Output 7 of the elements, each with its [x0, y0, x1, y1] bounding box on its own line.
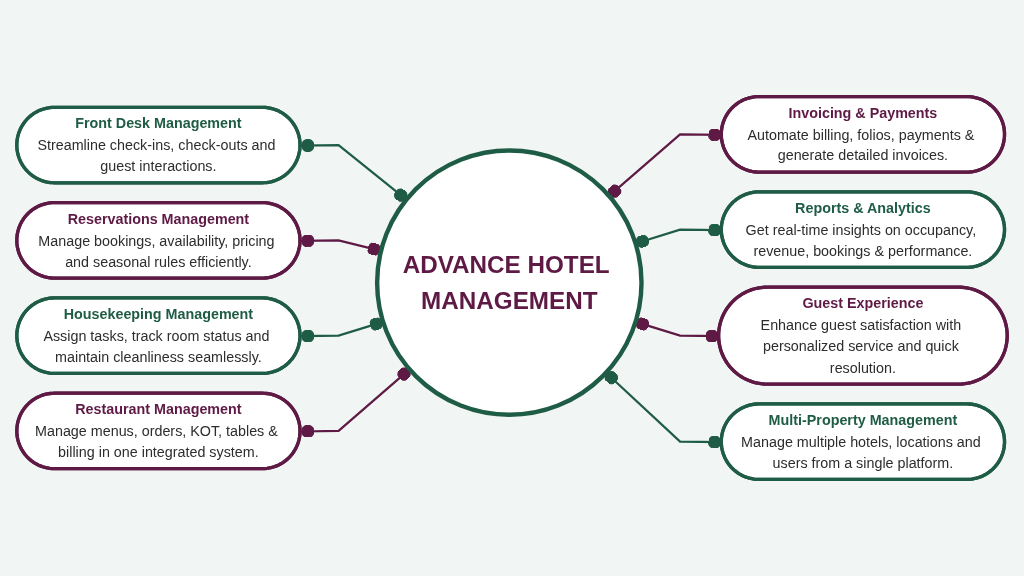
connector — [607, 128, 722, 198]
connector — [300, 138, 408, 202]
connector — [635, 223, 722, 248]
node-circle: ADVANCE HOTEL MANAGEMENT — [374, 148, 644, 418]
connector — [300, 367, 411, 439]
connector — [300, 234, 382, 256]
connector — [300, 317, 384, 343]
